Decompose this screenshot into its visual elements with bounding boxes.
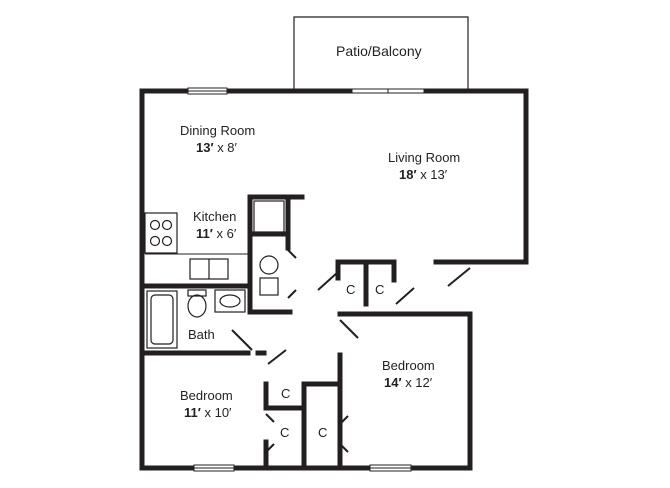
closet-label: C xyxy=(280,425,290,440)
closet-label: C xyxy=(375,282,385,297)
bath-sink xyxy=(214,289,246,313)
bedroom-large-dim-b: x 12′ xyxy=(401,375,433,390)
bedroom-small-name: Bedroom xyxy=(180,388,233,403)
kitchen-dim-a: 11′ xyxy=(196,226,213,241)
interior-walls xyxy=(139,194,529,471)
living-room-dim-a: 18′ xyxy=(399,167,417,182)
living-room-name: Living Room xyxy=(388,150,461,165)
exterior-walls xyxy=(139,88,529,471)
refrigerator xyxy=(253,200,285,233)
bedroom-large-dim-a: 14′ xyxy=(384,375,402,390)
dining-room-dimensions: 13′ x 8′ xyxy=(196,140,237,155)
kitchen-sink xyxy=(189,258,229,280)
patio-label: Patio/Balcony xyxy=(336,43,422,59)
bedroom-large-name: Bedroom xyxy=(382,358,435,373)
toilet xyxy=(187,289,207,318)
patio-outline xyxy=(293,16,469,91)
kitchen-dimensions: 11′ x 6′ xyxy=(196,226,236,241)
closet-label: C xyxy=(281,386,291,401)
washer-dryer xyxy=(259,255,279,296)
windows xyxy=(187,87,412,472)
dining-room-dim-b: x 8′ xyxy=(213,140,237,155)
dining-room-dim-a: 13′ xyxy=(196,140,214,155)
bedroom-small-dimensions: 11′ x 10′ xyxy=(184,405,231,420)
kitchen-counter xyxy=(145,253,248,285)
bedroom-small-dim-b: x 10′ xyxy=(200,405,232,420)
kitchen-name: Kitchen xyxy=(193,209,237,224)
range-stove xyxy=(144,212,178,254)
closet-label: C xyxy=(346,282,356,297)
bathtub xyxy=(146,290,178,349)
closet-label: C xyxy=(318,425,328,440)
kitchen-dim-b: x 6′ xyxy=(212,226,237,241)
living-room-dim-b: x 13′ xyxy=(416,167,448,182)
bedroom-large-dimensions: 14′ x 12′ xyxy=(384,375,432,390)
dining-room-name: Dining Room xyxy=(180,123,256,138)
bath-name: Bath xyxy=(188,327,215,342)
living-room-dimensions: 18′ x 13′ xyxy=(399,167,447,182)
sliding-door xyxy=(350,88,426,94)
door-swings xyxy=(231,249,471,453)
bedroom-small-dim-a: 11′ xyxy=(184,405,201,420)
